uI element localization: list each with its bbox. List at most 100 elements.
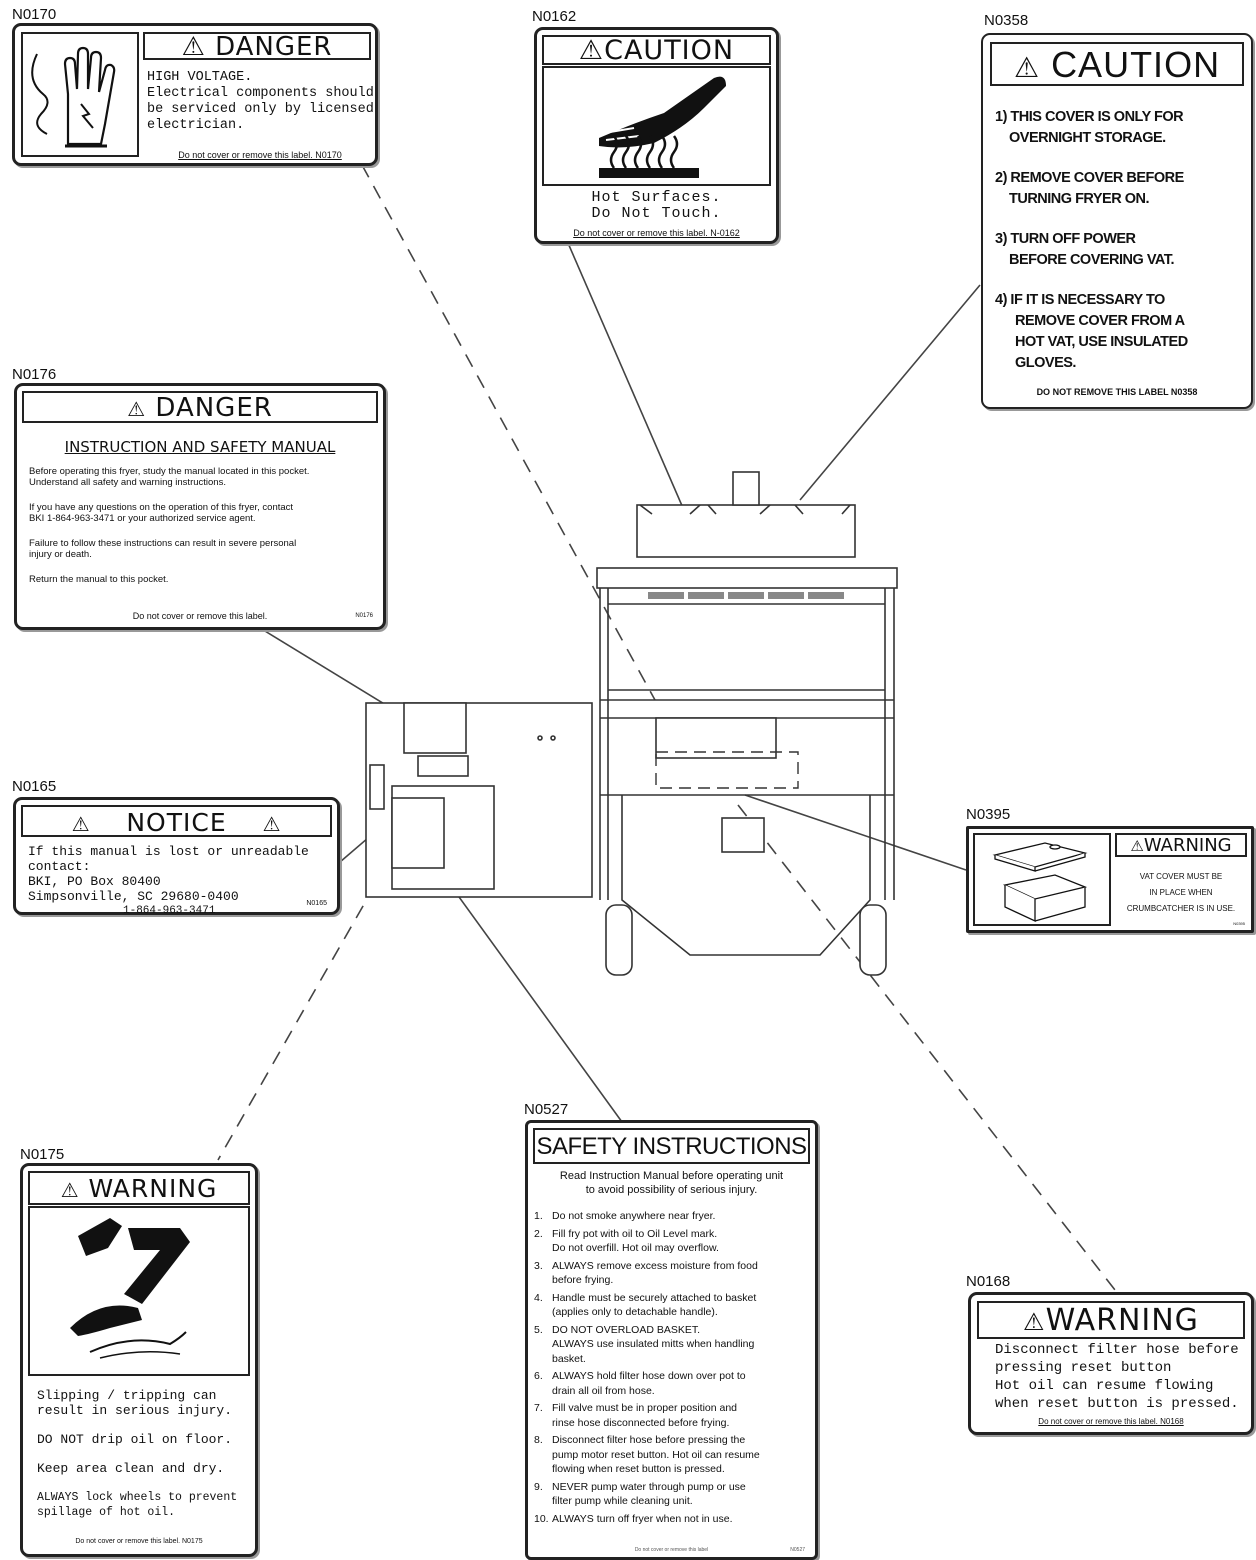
warning-triangle-icon: ⚠ — [60, 1178, 80, 1202]
label-line: TURNING FRYER ON. — [1009, 191, 1150, 207]
warning-triangle-icon: ⚠ — [578, 35, 605, 66]
slip-hazard-icon — [28, 1206, 250, 1376]
label-n0170: ⚠ DANGER HIGH VOLTAGE. Electrical compon… — [12, 23, 378, 166]
label-n0175: ⚠ WARNING Slipping / tripping can result… — [20, 1163, 258, 1557]
label-line: 3) TURN OFF POWER — [995, 231, 1136, 247]
label-line: Disconnect filter hose before — [995, 1342, 1239, 1358]
label-header: DANGER — [215, 32, 333, 62]
fryer-outline — [365, 471, 898, 976]
label-line: Simpsonville, SC 29680-0400 — [28, 889, 239, 904]
label-header: WARNING — [1045, 1303, 1199, 1338]
instruction-item: Do not smoke anywhere near fryer. — [552, 1210, 716, 1222]
label-line: 1) THIS COVER IS ONLY FOR — [995, 109, 1184, 125]
label-footer: Do not cover or remove this label. N0170 — [178, 150, 342, 160]
label-footer: Do not cover or remove this label — [634, 1547, 709, 1553]
leader-line-n0358 — [799, 284, 981, 501]
label-line: Before operating this fryer, study the m… — [29, 466, 310, 477]
label-line: Electrical components should — [147, 86, 374, 101]
label-line: be serviced only by licensed — [147, 102, 374, 117]
label-footer: Do not cover or remove this label. N-016… — [573, 228, 740, 238]
warning-triangle-icon: ⚠ — [181, 32, 206, 62]
label-code-n0395: N0395 — [966, 806, 1011, 823]
label-n0176: ⚠ DANGER INSTRUCTION AND SAFETY MANUAL B… — [14, 383, 386, 630]
label-line: Hot oil can resume flowing — [995, 1378, 1214, 1394]
label-line: to avoid possibility of serious injury. — [585, 1184, 758, 1196]
instruction-item: Fill valve must be in proper position an… — [552, 1402, 738, 1414]
label-n0168: ⚠WARNING Disconnect filter hose before p… — [968, 1292, 1254, 1435]
instruction-item: NEVER pump water through pump or use — [552, 1480, 746, 1493]
hot-surface-hand-icon — [542, 66, 771, 186]
label-code-n0175: N0175 — [20, 1146, 65, 1163]
label-footer: Do not cover or remove this label. N0168 — [1038, 1417, 1184, 1426]
label-line: 4) IF IT IS NECESSARY TO — [995, 292, 1165, 308]
label-line: REMOVE COVER FROM A — [1015, 313, 1185, 329]
label-line: HIGH VOLTAGE. — [147, 70, 253, 85]
label-line: OVERNIGHT STORAGE. — [1009, 130, 1166, 146]
label-line: spillage of hot oil. — [37, 1506, 176, 1519]
label-line: Hot Surfaces. — [591, 189, 722, 206]
warning-triangle-icon: ⚠ — [1023, 1308, 1046, 1336]
label-n0162: ⚠CAUTION Hot Surfaces. Do Not Touch. Do … — [534, 27, 779, 244]
label-line: Failure to follow these instructions can… — [29, 538, 297, 549]
label-footer-code: N0176 — [355, 613, 373, 619]
label-footer: Do not cover or remove this label. — [132, 611, 268, 621]
label-line: CRUMBCATCHER IS IN USE. — [1126, 904, 1236, 913]
warning-triangle-icon: ⚠ — [71, 812, 91, 836]
label-line: injury or death. — [29, 549, 92, 560]
warning-triangle-icon: ⚠ — [262, 812, 282, 836]
label-line: If you have any questions on the operati… — [29, 502, 294, 513]
label-code-n0168: N0168 — [966, 1273, 1011, 1290]
label-line: Understand all safety and warning instru… — [29, 477, 226, 488]
label-line: Keep area clean and dry. — [37, 1461, 225, 1476]
label-line: GLOVES. — [1015, 355, 1076, 371]
instruction-item: Fill fry pot with oil to Oil Level mark. — [552, 1227, 718, 1240]
vat-cover-icon — [973, 833, 1111, 926]
label-line: 1-864-963-3471 — [123, 905, 216, 917]
leader-line-n0162 — [567, 242, 684, 509]
label-line: HOT VAT, USE INSULATED — [1015, 334, 1188, 350]
label-code-n0162: N0162 — [532, 8, 577, 25]
label-line: electrician. — [147, 118, 245, 133]
label-line: pressing reset button — [995, 1360, 1172, 1376]
label-header: SAFETY INSTRUCTIONS — [536, 1133, 807, 1160]
label-code-n0165: N0165 — [12, 778, 57, 795]
label-subtitle: INSTRUCTION AND SAFETY MANUAL — [64, 438, 336, 456]
label-header: DANGER — [155, 393, 273, 423]
leader-line-n0175 — [217, 884, 376, 1161]
leader-line-n0168 — [737, 804, 1116, 1291]
label-n0358: ⚠ CAUTION 1) THIS COVER IS ONLY FOR OVER… — [981, 33, 1253, 409]
label-line: result in serious injury. — [37, 1403, 233, 1418]
label-header: WARNING — [1143, 835, 1232, 856]
instruction-item: DO NOT OVERLOAD BASKET. — [552, 1323, 701, 1336]
label-n0395: ⚠WARNING VAT COVER MUST BE IN PLACE WHEN… — [966, 826, 1254, 933]
instruction-item: Disconnect filter hose before pressing t… — [552, 1434, 746, 1446]
instruction-item: ALWAYS hold filter hose down over pot to — [552, 1370, 746, 1382]
label-footer-code: N0527 — [790, 1547, 805, 1553]
electric-shock-hand-icon — [21, 32, 139, 157]
label-footer-code: N0395 — [1233, 921, 1245, 926]
label-line: Read Instruction Manual before operating… — [559, 1170, 784, 1182]
label-line: VAT COVER MUST BE — [1139, 872, 1223, 881]
warning-triangle-icon: ⚠ — [127, 397, 147, 421]
label-footer: Do not cover or remove this label. N0175 — [75, 1538, 203, 1545]
label-line: Slipping / tripping can — [37, 1388, 217, 1403]
label-line: Return the manual to this pocket. — [29, 574, 169, 585]
label-code-n0527: N0527 — [524, 1101, 569, 1118]
label-footer-code: N0165 — [306, 900, 327, 907]
label-line: when reset button is pressed. — [995, 1396, 1239, 1412]
label-line: Do Not Touch. — [591, 205, 722, 222]
warning-triangle-icon: ⚠ — [1130, 837, 1144, 855]
label-n0527: SAFETY INSTRUCTIONS Read Instruction Man… — [525, 1120, 818, 1560]
instruction-item: Handle must be securely attached to bask… — [552, 1291, 757, 1304]
label-code-n0176: N0176 — [12, 366, 57, 383]
label-n0165: ⚠ NOTICE ⚠ If this manual is lost or unr… — [13, 797, 340, 917]
label-code-n0170: N0170 — [12, 6, 57, 23]
label-line: 2) REMOVE COVER BEFORE — [995, 170, 1184, 186]
label-header: NOTICE — [126, 808, 227, 837]
label-header: WARNING — [88, 1174, 218, 1203]
label-footer: DO NOT REMOVE THIS LABEL N0358 — [1036, 387, 1198, 397]
instruction-item: ALWAYS turn off fryer when not in use. — [552, 1512, 733, 1525]
label-line: BKI, PO Box 80400 — [28, 874, 161, 889]
label-line: DO NOT drip oil on floor. — [37, 1432, 233, 1447]
